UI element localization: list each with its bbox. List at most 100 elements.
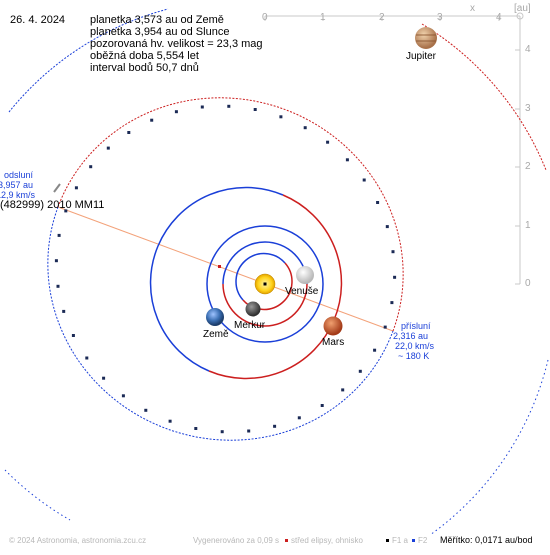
date-label: 26. 4. 2024 xyxy=(10,14,66,26)
jupiter-label: Jupiter xyxy=(406,51,437,62)
orbit-point xyxy=(56,284,60,288)
orbit-point xyxy=(247,429,251,433)
sun-focus-marker xyxy=(263,282,267,286)
orbit-point xyxy=(102,376,106,380)
x-tick-label-1: 1 xyxy=(320,12,326,23)
orbit-point xyxy=(385,225,389,229)
orbit-point xyxy=(279,115,283,119)
aphelion-speed: 12,9 km/s xyxy=(0,190,36,200)
asteroid-orbit-blue xyxy=(47,206,394,441)
axis-corner-circle xyxy=(516,12,524,20)
perihelion-speed: 22,0 km/s xyxy=(395,341,435,351)
venus-label: Venuše xyxy=(285,286,319,297)
orbit-point xyxy=(391,250,395,254)
x-tick-label-4: 4 xyxy=(496,12,502,23)
footer-legend-f2: F2 xyxy=(418,536,428,545)
mars-orbit-blue xyxy=(149,186,284,372)
orbit-point xyxy=(273,424,277,428)
mars-planet xyxy=(323,316,343,336)
info-point-interval: interval bodů 50,7 dnů xyxy=(90,62,199,74)
orbit-point xyxy=(320,404,324,407)
axes xyxy=(264,12,524,285)
legend-center-marker xyxy=(285,539,288,542)
info-distance-sun: planetka 3,954 au od Slunce xyxy=(90,26,230,38)
orbit-point xyxy=(341,388,345,392)
orbit-point xyxy=(194,427,198,430)
jupiter-orbit-blue xyxy=(8,8,169,113)
orbit-point xyxy=(150,118,154,122)
orbit-point xyxy=(383,325,387,329)
venus-planet xyxy=(296,266,314,284)
orbit-point xyxy=(57,233,61,237)
y-tick-label-2: 2 xyxy=(525,161,531,172)
legend-f2-marker xyxy=(412,539,415,542)
footer-legend-center: střed elipsy, ohnisko xyxy=(291,536,363,545)
orbit-point xyxy=(127,131,131,134)
asteroid-orbit-red xyxy=(57,97,404,332)
footer-legend-f1: F1 a xyxy=(392,536,409,545)
orbit-point xyxy=(362,178,366,182)
orbit-point xyxy=(71,334,75,337)
orbit-point xyxy=(303,126,307,130)
x-tick-label-0: 0 xyxy=(262,12,268,23)
jupiter-orbit-red xyxy=(421,23,547,171)
orbit-point xyxy=(144,408,148,412)
axis-corner-x: x xyxy=(470,3,475,14)
orbit-point xyxy=(54,259,58,263)
mars-label: Mars xyxy=(322,337,345,348)
aphelion-distance: 3,957 au xyxy=(0,180,34,190)
y-tick-label-0: 0 xyxy=(525,278,531,289)
jupiter-orbit-blue-lower xyxy=(429,359,549,536)
orbit-point xyxy=(121,394,125,398)
orbit-point xyxy=(85,356,89,360)
orbit-point xyxy=(64,209,68,213)
orbit-point xyxy=(253,108,257,111)
y-tick-label-4: 4 xyxy=(525,44,531,55)
venus-orbit-blue xyxy=(222,241,308,285)
venus-orbit-red xyxy=(222,283,308,327)
orbit-point xyxy=(168,419,172,423)
orbit-point xyxy=(373,348,377,352)
orbit-point xyxy=(227,104,231,108)
info-orbital-period: oběžná doba 5,554 let xyxy=(90,50,199,62)
asteroid-label: (482999) 2010 MM11 xyxy=(0,199,105,211)
x-tick-label-2: 2 xyxy=(379,12,385,23)
y-tick-label-1: 1 xyxy=(525,220,531,231)
orbit-point xyxy=(393,275,397,279)
earth-label: Země xyxy=(203,329,229,340)
info-distance-earth: planetka 3,573 au od Země xyxy=(90,14,224,26)
mercury-planet xyxy=(245,301,261,317)
jupiter-orbit-blue-left xyxy=(4,469,71,521)
orbit-point xyxy=(390,301,394,305)
perihelion-distance: 2,316 au xyxy=(393,331,429,341)
orbit-point xyxy=(297,416,301,420)
orbit-point xyxy=(326,140,330,144)
footer-generated: Vygenerováno za 0,09 s xyxy=(193,536,279,545)
aphelion-title: odsluní xyxy=(4,170,34,180)
asteroid-marker xyxy=(53,183,61,193)
jupiter-planet xyxy=(415,27,437,49)
orbit-point xyxy=(376,201,380,204)
orbit-point xyxy=(62,309,66,313)
orbit-point xyxy=(106,146,110,150)
earth-orbit xyxy=(206,225,324,343)
footer-scale: Měřítko: 0,0171 au/bod xyxy=(440,535,533,545)
asteroid-orbit-points xyxy=(54,104,397,434)
axis-unit: [au] xyxy=(514,3,531,14)
mars-orbit-red xyxy=(208,194,343,380)
mercury-label: Merkur xyxy=(234,320,266,331)
orbit-point xyxy=(74,186,78,190)
orbit-point xyxy=(358,369,362,373)
perihelion-title: přísluní xyxy=(401,321,431,331)
perihelion-temperature: ~ 180 K xyxy=(398,351,430,361)
info-magnitude: pozorovaná hv. velikost = 23,3 mag xyxy=(90,38,263,50)
legend-f1-marker xyxy=(386,539,389,542)
orbit-point xyxy=(89,165,93,169)
earth-planet xyxy=(206,308,224,326)
orbit-point xyxy=(220,430,224,434)
ellipse-center-marker xyxy=(218,265,221,268)
footer-copyright: © 2024 Astronomia, astronomia.zcu.cz xyxy=(9,536,147,545)
y-tick-label-3: 3 xyxy=(525,103,531,114)
